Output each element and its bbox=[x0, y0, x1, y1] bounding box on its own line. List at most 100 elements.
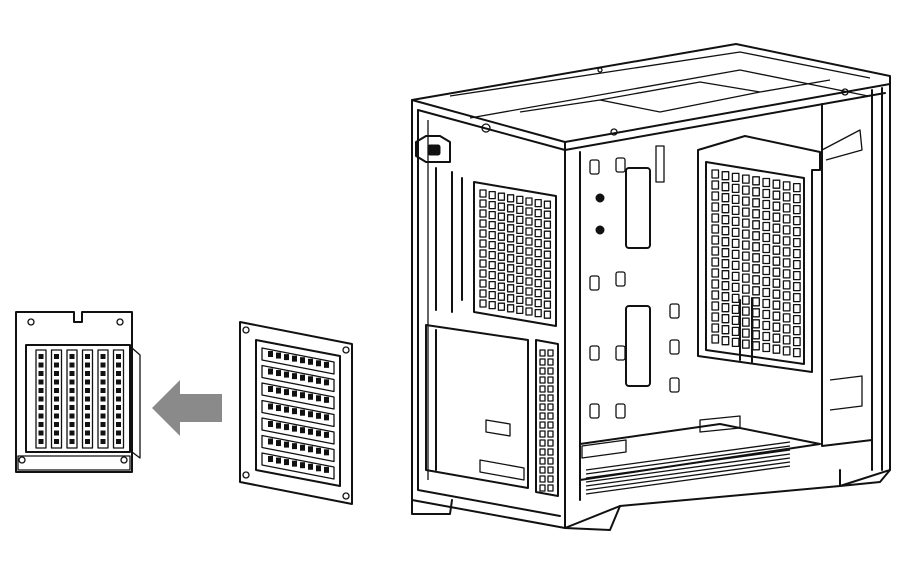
cage-hole bbox=[741, 218, 750, 228]
horizontal-slot bbox=[261, 399, 335, 428]
cage-hole bbox=[772, 289, 781, 299]
cage-hole bbox=[772, 311, 781, 321]
mesh-hole bbox=[488, 260, 496, 270]
mesh-hole bbox=[506, 284, 515, 293]
cage-hole bbox=[762, 287, 771, 298]
vent-hole bbox=[547, 367, 554, 375]
cage-hole bbox=[741, 251, 750, 261]
mesh-hole bbox=[534, 258, 542, 268]
cage-hole bbox=[731, 260, 740, 271]
tray-cutout bbox=[589, 275, 600, 291]
cage-hole bbox=[782, 181, 791, 191]
cage-hole bbox=[752, 242, 760, 252]
vent-hole bbox=[539, 457, 546, 465]
cage-hole bbox=[741, 339, 750, 349]
mesh-hole bbox=[479, 289, 487, 298]
mesh-hole bbox=[543, 290, 552, 299]
mesh-hole bbox=[497, 192, 506, 201]
cage-hole bbox=[741, 306, 750, 316]
mesh-hole bbox=[506, 224, 515, 233]
cage-hole bbox=[782, 291, 791, 301]
mesh-hole bbox=[525, 257, 533, 266]
mesh-hole bbox=[506, 294, 515, 303]
cage-hole bbox=[792, 281, 801, 292]
cage-hole bbox=[792, 248, 801, 259]
mesh-hole bbox=[506, 264, 515, 273]
mesh-hole bbox=[497, 222, 506, 231]
mesh-hole bbox=[479, 269, 487, 278]
mesh-hole bbox=[497, 272, 506, 281]
vent-hole bbox=[547, 421, 554, 429]
vent-hole bbox=[539, 376, 546, 384]
cage-hole bbox=[741, 229, 750, 239]
cage-hole bbox=[711, 301, 720, 311]
cage-hole bbox=[782, 324, 791, 334]
cage-hole bbox=[752, 198, 760, 208]
cage-hole bbox=[762, 243, 771, 254]
vent-hole bbox=[539, 448, 546, 456]
cage-hole bbox=[721, 314, 730, 324]
vent-hole bbox=[539, 484, 546, 492]
vent-hole bbox=[539, 439, 546, 447]
mesh-hole bbox=[534, 218, 542, 228]
vent-hole bbox=[539, 421, 546, 429]
vent-hole bbox=[539, 466, 546, 474]
cage-hole bbox=[731, 315, 740, 326]
floor-rail bbox=[585, 461, 791, 491]
vent-hole bbox=[547, 376, 554, 384]
tray-cutout bbox=[589, 345, 600, 361]
mesh-hole bbox=[525, 217, 533, 226]
cage-hole bbox=[711, 268, 720, 278]
tray-cutout bbox=[669, 377, 680, 393]
cage-hole bbox=[792, 237, 801, 248]
mesh-hole bbox=[488, 210, 496, 220]
cage-hole bbox=[792, 226, 801, 237]
cage-hole bbox=[721, 226, 730, 236]
vent-hole bbox=[539, 394, 546, 402]
cage-hole bbox=[772, 245, 781, 255]
mesh-hole bbox=[506, 234, 515, 243]
cage-hole bbox=[741, 273, 750, 283]
tray-cutout bbox=[669, 339, 680, 355]
cage-hole bbox=[741, 328, 750, 338]
cage-hole bbox=[782, 214, 791, 224]
cage-hole bbox=[792, 347, 801, 358]
mesh-hole bbox=[543, 230, 552, 239]
cage-hole bbox=[731, 227, 740, 238]
cage-hole bbox=[721, 171, 730, 181]
cage-hole bbox=[762, 276, 771, 287]
mesh-hole bbox=[525, 197, 533, 206]
floor-rail bbox=[585, 465, 791, 495]
cage-hole bbox=[762, 342, 771, 353]
cage-hole bbox=[792, 325, 801, 336]
cage-hole bbox=[772, 322, 781, 332]
mesh-hole bbox=[516, 305, 524, 315]
cage-hole bbox=[782, 346, 791, 356]
mesh-hole bbox=[516, 265, 524, 275]
vent-hole bbox=[547, 466, 554, 474]
vertical-slot bbox=[66, 349, 78, 449]
cage-hole bbox=[731, 205, 740, 216]
cage-hole bbox=[731, 194, 740, 205]
mesh-hole bbox=[534, 298, 542, 308]
cage-hole bbox=[762, 210, 771, 221]
mesh-hole bbox=[516, 235, 524, 245]
mesh-hole bbox=[525, 247, 533, 256]
cage-hole bbox=[772, 201, 781, 211]
mesh-hole bbox=[488, 190, 496, 200]
vent-hole bbox=[539, 349, 546, 357]
cage-hole bbox=[762, 221, 771, 232]
mesh-hole bbox=[497, 212, 506, 221]
cage-hole bbox=[792, 259, 801, 270]
mesh-hole bbox=[516, 225, 524, 235]
mesh-hole bbox=[516, 215, 524, 225]
mesh-hole bbox=[497, 262, 506, 271]
mesh-hole bbox=[534, 198, 542, 208]
cage-hole bbox=[711, 180, 720, 190]
cage-hole bbox=[762, 254, 771, 265]
cage-hole bbox=[792, 204, 801, 215]
mesh-hole bbox=[534, 238, 542, 248]
mesh-hole bbox=[543, 260, 552, 269]
mesh-hole bbox=[525, 287, 533, 296]
cage-hole bbox=[711, 257, 720, 267]
